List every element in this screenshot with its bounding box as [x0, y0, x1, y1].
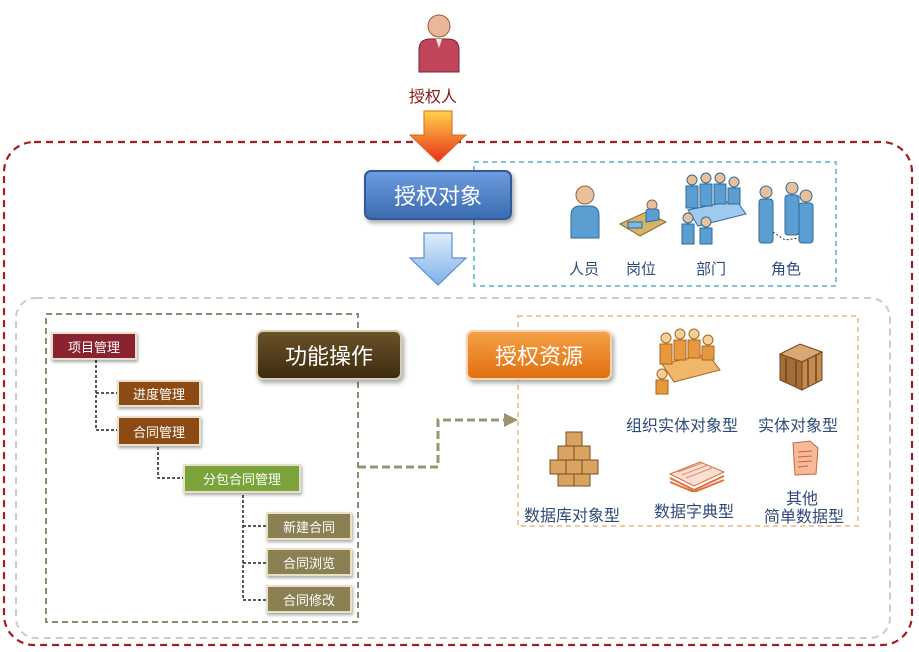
data-dictionary-icon — [668, 461, 726, 492]
resource-other: 其他 — [786, 489, 819, 508]
tree-node-new-contract: 新建合同 — [266, 512, 352, 540]
tree-node-edit-contract: 合同修改 — [266, 585, 352, 613]
resource-connector — [358, 418, 506, 469]
grantor-label: 授权人 — [409, 87, 458, 106]
resource-org-entity: 组织实体对象型 — [626, 416, 739, 435]
function-ops-box: 功能操作 — [256, 330, 402, 380]
auth-object-frame — [473, 161, 837, 287]
auth-resource-box: 授权资源 — [466, 330, 612, 380]
tree-connectors — [95, 360, 266, 601]
tree-node-contract: 合同管理 — [117, 416, 201, 446]
auth-object-box: 授权对象 — [364, 170, 512, 220]
person-icon — [570, 185, 600, 239]
tree-node-progress: 进度管理 — [117, 380, 201, 407]
department-icon — [681, 172, 747, 245]
tree-node-subcontract: 分包合同管理 — [183, 464, 301, 493]
resource-database-object: 数据库对象型 — [524, 506, 621, 525]
tree-node-browse-contract: 合同浏览 — [266, 548, 352, 576]
auth-object-arrow — [408, 232, 468, 286]
org-entity-icon — [655, 328, 721, 395]
resource-data-dictionary: 数据字典型 — [654, 502, 735, 521]
entity-object-icon — [778, 343, 824, 391]
position-icon — [618, 199, 668, 237]
auth-object-item-role: 角色 — [771, 260, 802, 278]
resource-entity-object: 实体对象型 — [758, 416, 839, 435]
role-icon — [758, 182, 814, 244]
resource-connector-head — [504, 413, 518, 427]
auth-object-item-department: 部门 — [696, 260, 727, 278]
resource-frame — [517, 315, 859, 527]
tree-root-node: 项目管理 — [51, 332, 137, 360]
auth-object-item-person: 人员 — [569, 260, 600, 278]
auth-object-item-position: 岗位 — [626, 260, 657, 278]
simple-data-icon — [792, 440, 819, 476]
database-object-icon — [549, 431, 599, 487]
grantor-arrow — [408, 110, 468, 163]
inner-frame — [15, 297, 891, 639]
resource-simple-data: 简单数据型 — [764, 507, 845, 526]
grantor-person-icon — [418, 14, 460, 73]
